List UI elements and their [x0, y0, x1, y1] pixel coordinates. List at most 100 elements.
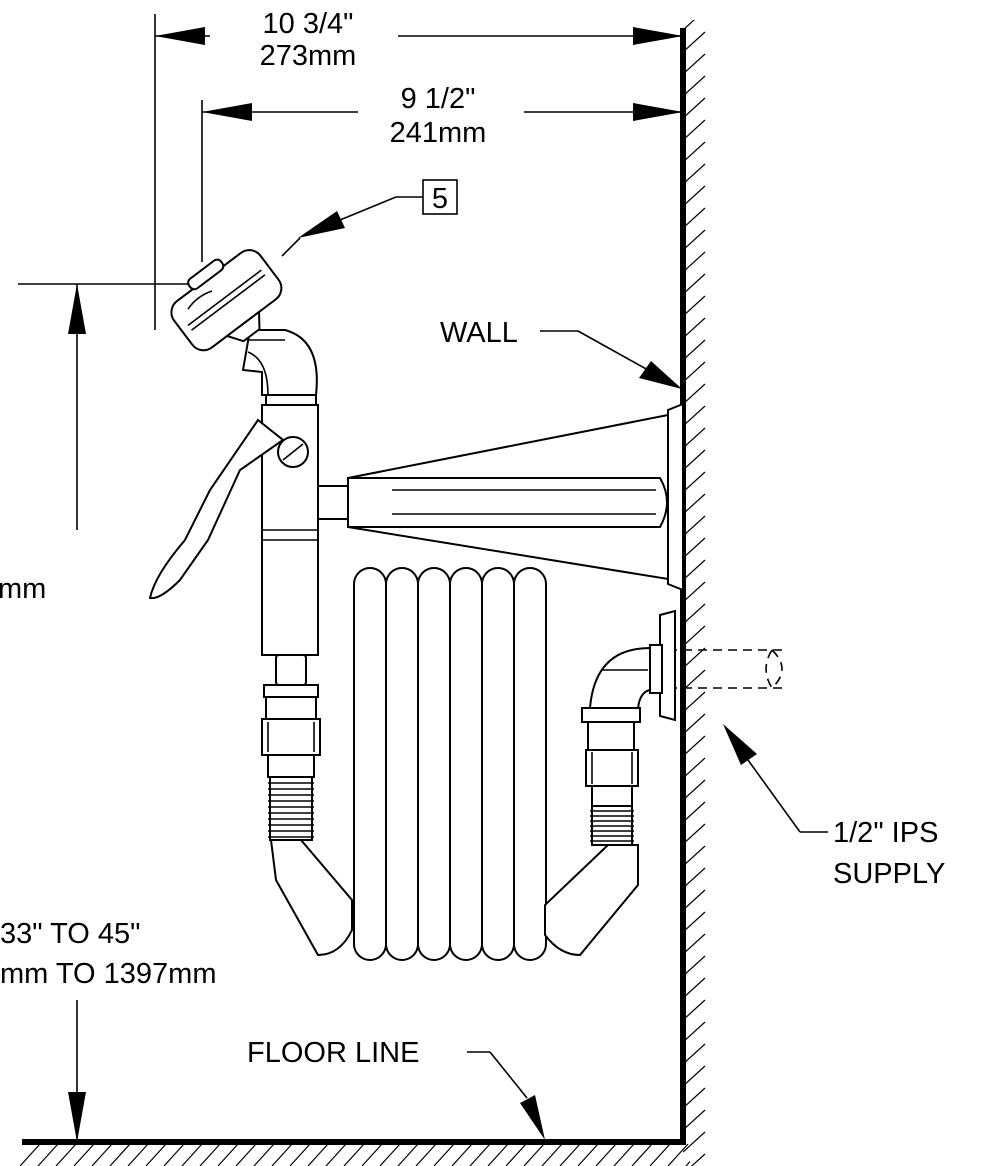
wall-hatch-line	[683, 603, 706, 625]
wall-hatch-line	[683, 207, 706, 229]
nozzle-width-metric: 241mm	[390, 117, 487, 149]
valve-elbow	[241, 329, 318, 396]
wall-hatch-line	[683, 31, 706, 53]
wall-hatch-line	[683, 361, 706, 383]
wall-hatch-line	[683, 713, 706, 735]
wall-hatch-line	[683, 141, 706, 163]
floor-callout: FLOOR LINE	[247, 1037, 545, 1140]
overall-width-dimension: 10 3/4" 273mm	[154, 8, 683, 330]
wall-hatch-line	[683, 977, 706, 999]
coil-loop	[385, 567, 419, 961]
wall-hatch-line	[683, 75, 706, 97]
wall-hatch-line	[683, 493, 706, 515]
valve-thread	[268, 776, 314, 841]
wall-hatch-line	[683, 229, 706, 251]
wall-hatch	[683, 20, 706, 1166]
floor-hatch-line	[541, 1143, 563, 1166]
floor-hatch-line	[595, 1143, 617, 1166]
wall-hatch-line	[683, 955, 706, 977]
wall-hatch-line	[683, 1109, 706, 1131]
wall-hatch-line	[683, 251, 706, 273]
floor-hatch-line	[343, 1143, 365, 1166]
floor-hatch-line	[469, 1143, 491, 1166]
height-range-imperial: 33" TO 45"	[0, 918, 140, 950]
floor-hatch-line	[73, 1143, 95, 1166]
wall-hatch-line	[683, 889, 706, 911]
wall-hatch-line	[683, 1065, 706, 1087]
wall-hatch-line	[683, 471, 706, 493]
wall-hatch-line	[683, 823, 706, 845]
floor-hatch-line	[145, 1143, 167, 1166]
floor-hatch-line	[667, 1143, 689, 1166]
wall-hatch-line	[683, 273, 706, 295]
floor-label: FLOOR LINE	[247, 1037, 419, 1069]
wall-hatch-line	[683, 20, 695, 31]
wall-hatch-line	[683, 537, 706, 559]
wall-hatch-line	[683, 669, 706, 691]
wall-hatch-line	[683, 911, 706, 933]
hose-right-lead	[544, 844, 639, 957]
supply-label-line2: SUPPLY	[833, 858, 945, 890]
wall-hatch-line	[683, 647, 706, 669]
wall-hatch-line	[683, 405, 706, 427]
wall-hatch-line	[683, 559, 706, 581]
wall-hatch-line	[683, 757, 706, 779]
supply-label-line1: 1/2" IPS	[833, 817, 938, 849]
wall-bracket	[276, 402, 684, 592]
floor-hatch-line	[181, 1143, 203, 1166]
wall-hatch-line	[683, 779, 706, 801]
floor-hatch-line	[163, 1143, 185, 1166]
floor-hatch-line	[109, 1143, 131, 1166]
overall-width-imperial: 10 3/4"	[263, 8, 354, 40]
wall-hatch-line	[683, 1043, 706, 1065]
wall-hatch-line	[683, 735, 706, 757]
wall-hatch-line	[683, 691, 706, 713]
floor-hatch-line	[613, 1143, 635, 1166]
floor-hatch-line	[505, 1143, 527, 1166]
wall-hatch-line	[683, 449, 706, 471]
floor-hatch-line	[523, 1143, 545, 1166]
floor-hatch-line	[37, 1143, 59, 1166]
floor-hatch-line	[20, 1143, 41, 1166]
supply-thread	[590, 805, 634, 846]
wall-hatch-line	[683, 97, 706, 119]
wall-hatch-line	[683, 295, 706, 317]
spray-head	[170, 249, 283, 352]
coil-loop	[417, 567, 451, 961]
coil-loop	[449, 567, 483, 961]
supply-pipe	[581, 609, 785, 807]
overall-width-metric: 273mm	[260, 40, 357, 72]
floor-hatch-line	[361, 1143, 383, 1166]
wall-hatch-line	[683, 933, 706, 955]
floor-hatch-line	[217, 1143, 239, 1166]
floor-hatch-line	[415, 1143, 437, 1166]
floor-hatch-line	[127, 1143, 149, 1166]
height-dimension: mm 33" TO 45" mm TO 1397mm	[0, 283, 216, 1142]
floor-hatch-line	[685, 1160, 690, 1166]
wall-hatch-line	[683, 581, 706, 603]
floor-hatch-line	[199, 1143, 221, 1166]
wall-hatch-line	[683, 999, 706, 1021]
spray-stream-line	[281, 237, 301, 257]
floor-hatch-line	[91, 1143, 113, 1166]
floor-hatch-line	[451, 1143, 473, 1166]
wall-callout: WALL	[440, 317, 682, 389]
wall-hatch-line	[683, 801, 706, 823]
floor-hatch	[20, 1143, 690, 1166]
floor-hatch-line	[253, 1143, 275, 1166]
supply-callout: 1/2" IPS SUPPLY	[723, 724, 945, 890]
floor-hatch-line	[289, 1143, 311, 1166]
thread-body	[269, 776, 313, 841]
nozzle-width-dimension: 9 1/2" 241mm	[201, 83, 683, 262]
wall-hatch-line	[683, 53, 706, 75]
floor-hatch-line	[55, 1143, 77, 1166]
wall-hatch-line	[683, 625, 706, 647]
height-label: mm	[0, 573, 46, 605]
wall-hatch-line	[690, 1153, 706, 1166]
height-range-metric: mm TO 1397mm	[0, 958, 216, 990]
floor-hatch-line	[271, 1143, 293, 1166]
nozzle-width-imperial: 9 1/2"	[401, 83, 476, 115]
wall-hatch-line	[683, 185, 706, 207]
floor-hatch-line	[649, 1143, 671, 1166]
